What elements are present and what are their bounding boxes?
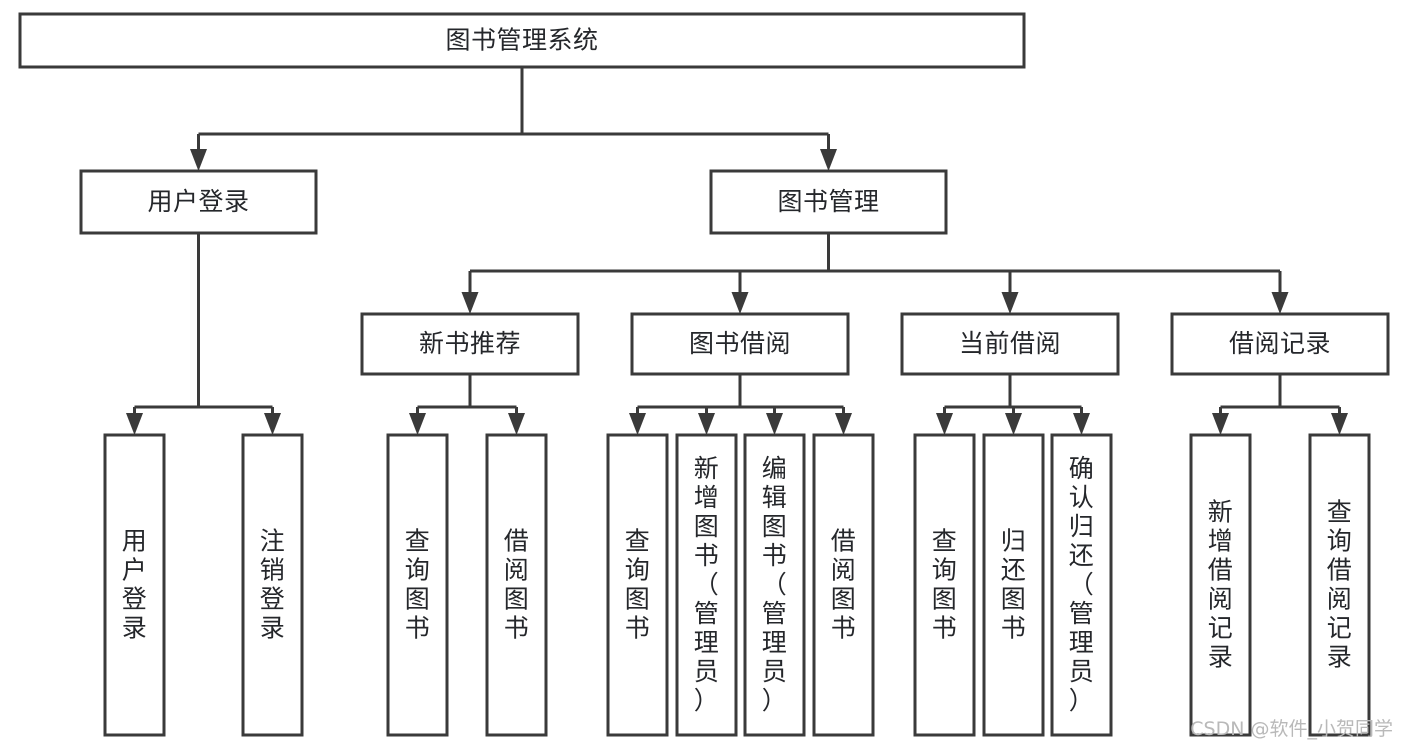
node-label: 借阅图书 [504, 527, 530, 643]
node-leaf-leaf-confirm-return-admin[interactable]: 确认归还（管理员） [1050, 433, 1113, 737]
node-leaf-leaf-user-login[interactable]: 用户登录 [103, 433, 166, 737]
arrow-head-icon [409, 413, 426, 435]
node-level3-current-borrow[interactable]: 当前借阅 [900, 312, 1120, 376]
node-level3-borrow-record[interactable]: 借阅记录 [1170, 312, 1390, 376]
node-label: 新增图书（管理员） [694, 454, 720, 715]
connector-group-user-login [126, 233, 281, 435]
node-box [743, 433, 806, 737]
node-root-root[interactable]: 图书管理系统 [18, 12, 1026, 69]
arrow-head-icon [766, 413, 783, 435]
connector-group-book-borrow [629, 374, 852, 435]
node-leaf-leaf-borrow-book[interactable]: 借阅图书 [812, 433, 875, 737]
node-box [913, 433, 976, 737]
node-box [630, 312, 850, 376]
node-box [982, 433, 1045, 737]
node-label: 新增借阅记录 [1208, 498, 1234, 672]
connector-group-borrow-record [1212, 374, 1348, 435]
node-label: 用户登录 [147, 187, 249, 216]
node-label: 借阅图书 [831, 527, 857, 643]
node-leaf-leaf-edit-book-admin[interactable]: 编辑图书（管理员） [743, 433, 806, 737]
arrow-head-icon [1073, 413, 1090, 435]
node-label: 编辑图书（管理员） [762, 454, 788, 715]
node-label: 图书管理 [777, 187, 879, 216]
node-label: 查询图书 [625, 527, 651, 643]
node-level2-user-login[interactable]: 用户登录 [79, 169, 318, 235]
node-label: 确认归还（管理员） [1069, 454, 1095, 715]
node-leaf-leaf-add-borrow-record[interactable]: 新增借阅记录 [1189, 433, 1252, 737]
arrow-head-icon [936, 413, 953, 435]
node-leaf-leaf-query-book-rec[interactable]: 查询图书 [386, 433, 449, 737]
node-layer: 图书管理系统用户登录图书管理新书推荐图书借阅当前借阅借阅记录用户登录注销登录查询… [18, 12, 1390, 737]
node-box [360, 312, 580, 376]
node-box [18, 12, 1026, 69]
node-box [241, 433, 304, 737]
node-label: 新书推荐 [419, 329, 521, 358]
connector-layer [126, 67, 1348, 435]
arrow-head-icon [126, 413, 143, 435]
arrow-head-icon [1005, 413, 1022, 435]
connector-group-book-manage [461, 233, 1289, 314]
node-box [103, 433, 166, 737]
connector-group-root [190, 67, 837, 171]
arrow-head-icon [1001, 292, 1019, 314]
node-box [79, 169, 318, 235]
arrow-head-icon [820, 149, 837, 171]
node-label: 用户登录 [122, 527, 148, 643]
arrow-head-icon [1212, 413, 1229, 435]
node-level3-new-book-rec[interactable]: 新书推荐 [360, 312, 580, 376]
node-leaf-leaf-borrow-book-rec[interactable]: 借阅图书 [485, 433, 548, 737]
node-label: 图书借阅 [689, 329, 791, 358]
arrow-head-icon [629, 413, 646, 435]
node-leaf-leaf-add-book-admin[interactable]: 新增图书（管理员） [675, 433, 738, 737]
node-label: 查询图书 [932, 527, 958, 643]
arrow-head-icon [461, 292, 479, 314]
node-label: 归还图书 [1001, 527, 1027, 643]
node-box [1189, 433, 1252, 737]
node-level2-book-manage[interactable]: 图书管理 [709, 169, 948, 235]
node-box [1050, 433, 1113, 737]
arrow-head-icon [190, 149, 207, 171]
node-box [386, 433, 449, 737]
arrow-head-icon [1331, 413, 1348, 435]
node-box [812, 433, 875, 737]
connector-group-current-borrow [936, 374, 1090, 435]
arrow-head-icon [698, 413, 715, 435]
connector-group-new-book-rec [409, 374, 525, 435]
node-label: 借阅记录 [1229, 329, 1331, 358]
arrow-head-icon [1271, 292, 1289, 314]
arrow-head-icon [264, 413, 281, 435]
node-leaf-leaf-query-book-borrow[interactable]: 查询图书 [606, 433, 669, 737]
node-leaf-leaf-query-book-current[interactable]: 查询图书 [913, 433, 976, 737]
arrow-head-icon [508, 413, 525, 435]
node-label: 注销登录 [260, 527, 286, 643]
node-box [1308, 433, 1371, 737]
node-box [485, 433, 548, 737]
node-box [675, 433, 738, 737]
node-label: 查询图书 [405, 527, 431, 643]
arrow-head-icon [835, 413, 852, 435]
node-leaf-leaf-user-logout[interactable]: 注销登录 [241, 433, 304, 737]
node-leaf-leaf-query-borrow-record[interactable]: 查询借阅记录 [1308, 433, 1371, 737]
node-box [900, 312, 1120, 376]
node-level3-book-borrow[interactable]: 图书借阅 [630, 312, 850, 376]
node-box [1170, 312, 1390, 376]
node-box [606, 433, 669, 737]
node-label: 当前借阅 [959, 329, 1061, 358]
node-leaf-leaf-return-book[interactable]: 归还图书 [982, 433, 1045, 737]
node-box [709, 169, 948, 235]
node-label: 图书管理系统 [445, 26, 598, 55]
node-label: 查询借阅记录 [1327, 498, 1353, 672]
arrow-head-icon [731, 292, 749, 314]
